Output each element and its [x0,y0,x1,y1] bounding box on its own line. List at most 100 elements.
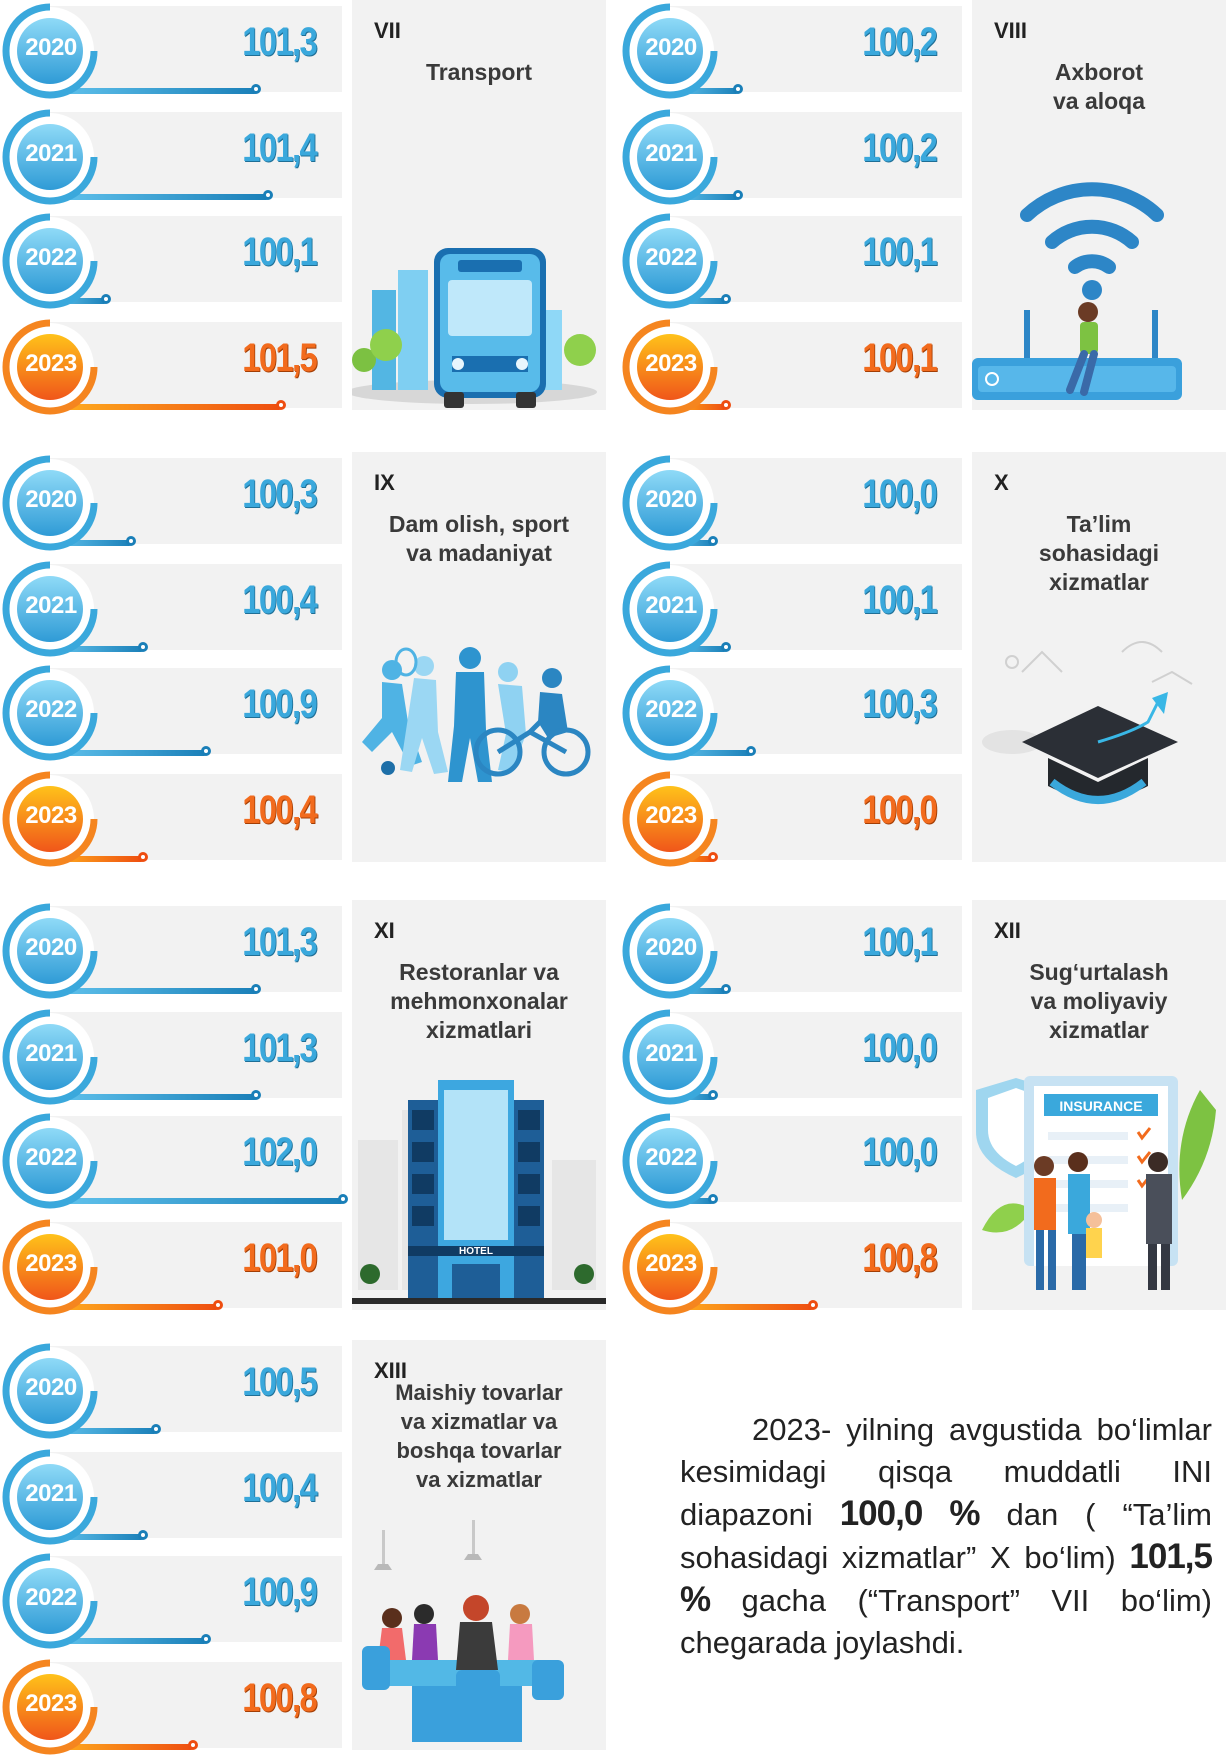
bar-end-dot [213,1300,223,1310]
year-label: 2023 [25,1250,77,1277]
year-row: 2021 100,2 [622,108,962,205]
bar-end-dot [708,1194,718,1204]
year-label: 2022 [645,696,697,723]
year-label: 2021 [645,592,697,619]
summary-part-3: gacha (“Transport” VII bo‘lim) chegarada… [680,1583,1212,1660]
bar-end-dot [200,1634,211,1644]
year-label: 2021 [25,140,77,167]
bar-end-dot [720,642,731,652]
bar-end-dot [138,852,148,862]
bar-end-dot [250,984,261,994]
section-title: Sug‘urtalash va moliyaviy xizmatlar [1029,959,1169,1043]
value-label: 100,2 [862,20,938,64]
graduation-cap-icon [982,641,1193,804]
year-badge [622,1219,718,1315]
bar-end-dot [150,1424,161,1434]
year-row: 2022 100,3 [622,664,962,761]
value-label: 102,0 [242,1130,318,1174]
year-badge [622,561,718,657]
section-title: Ta’lim sohasidagi xizmatlar [1038,511,1160,595]
value-label: 100,4 [242,1466,318,1510]
section-number: XII [994,918,1021,943]
year-label: 2021 [25,1480,77,1507]
hotel-sign: HOTEL [459,1246,493,1257]
year-badge [2,319,98,415]
value-label: 101,3 [242,920,318,964]
bar-end-dot [720,294,731,304]
value-label: 100,1 [862,230,938,274]
value-label: 100,8 [242,1676,318,1720]
year-badge [2,665,98,761]
value-bar [672,298,727,304]
section-number: IX [374,470,395,495]
value-label: 100,3 [862,682,938,726]
year-badge [622,665,718,761]
year-label: 2023 [645,802,697,829]
year-badge [2,213,98,309]
bar-end-dot [275,400,286,410]
section-title: Maishiy tovarlar va xizmatlar va boshqa … [395,1380,563,1492]
year-label: 2021 [645,140,697,167]
section-card: X Ta’lim sohasidagi xizmatlar [972,452,1226,862]
bar-end-dot [720,984,731,994]
year-row: 2021 100,4 [2,1448,342,1545]
value-label: 100,5 [242,1360,318,1404]
year-label: 2021 [25,1040,77,1067]
value-bar [52,856,144,862]
year-label: 2020 [645,486,697,513]
year-label: 2021 [645,1040,697,1067]
value-bar [672,88,739,94]
year-label: 2020 [25,934,77,961]
value-bar [52,88,257,94]
bar-end-dot [263,190,273,200]
value-bar [52,1198,344,1204]
section-number: X [994,470,1009,495]
bar-end-dot [708,852,718,862]
value-bar [672,404,727,410]
value-bar [52,988,257,994]
value-label: 101,3 [242,1026,318,1070]
year-badge [622,319,718,415]
summary-part-1: 2023- yilning avgustida bo‘limlar kesimi… [680,1412,1212,1532]
section-title: Transport [425,59,533,85]
bar-end-dot [708,536,718,546]
insurance-sign: INSURANCE [1059,1098,1142,1114]
value-label: 100,1 [242,230,318,274]
year-badge [2,1113,98,1209]
year-label: 2022 [25,244,77,271]
value-label: 100,2 [862,126,938,170]
value-label: 100,8 [862,1236,938,1280]
value-bar [52,1534,144,1540]
section-title: Restoranlar va mehmonxonalar xizmatlari [390,959,568,1043]
value-bar [672,1304,814,1310]
year-label: 2022 [25,696,77,723]
value-bar [52,540,132,546]
value-label: 101,3 [242,20,318,64]
year-badge [622,771,718,867]
year-row: 2020 101,3 [2,2,342,99]
year-row: 2021 101,3 [2,1008,342,1105]
value-bar [52,194,269,200]
bar-end-dot [733,84,743,94]
year-label: 2020 [25,34,77,61]
